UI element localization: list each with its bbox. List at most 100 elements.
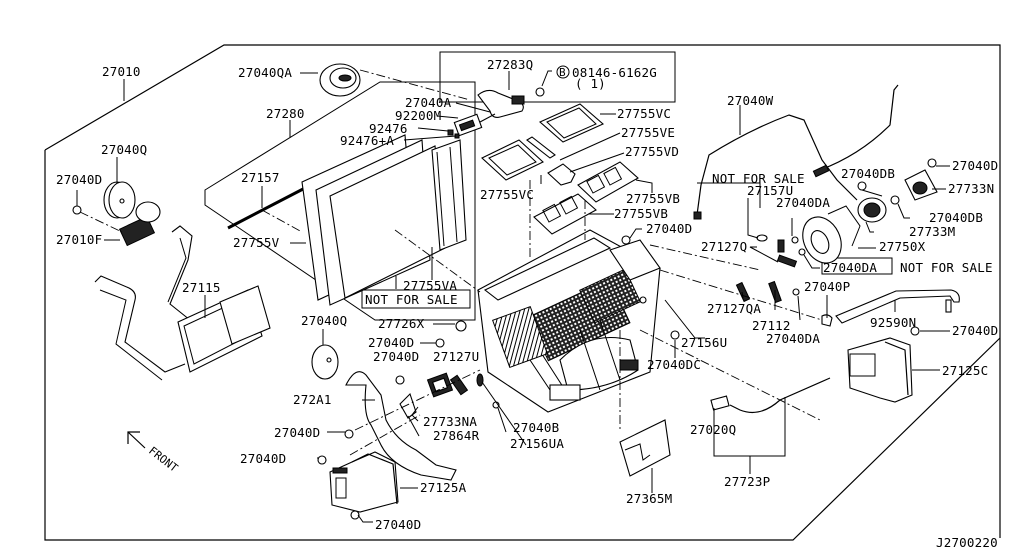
label-27040DA-2[interactable]: 27040DA	[823, 260, 877, 275]
label-27755VC-top[interactable]: 27755VC	[617, 106, 671, 121]
label-27127Q[interactable]: 27127Q	[701, 239, 747, 254]
label-27755VD[interactable]: 27755VD	[625, 144, 679, 159]
pad-27365M[interactable]	[619, 419, 671, 477]
screw-27040D-r[interactable]	[910, 326, 920, 336]
seal-27755VC-left[interactable]	[481, 139, 544, 181]
screw-27040D-d[interactable]	[317, 455, 327, 465]
label-27157[interactable]: 27157	[241, 170, 280, 185]
heater-core-27115[interactable]	[94, 225, 271, 381]
label-27864R[interactable]: 27864R	[433, 428, 480, 443]
label-27750X[interactable]: 27750X	[879, 239, 926, 254]
label-27755VA[interactable]: 27755VA	[403, 278, 457, 293]
label-27040W[interactable]: 27040W	[727, 93, 774, 108]
screw-27040D-left[interactable]	[72, 205, 82, 215]
hose-92590N[interactable]	[835, 289, 960, 324]
bracket-27864R[interactable]	[399, 392, 417, 419]
label-27280[interactable]: 27280	[266, 106, 305, 121]
seal-27755VB-upper[interactable]	[577, 161, 639, 203]
label-27726X[interactable]: 27726X	[378, 316, 425, 331]
label-27040P[interactable]: 27040P	[804, 279, 850, 294]
label-27040D-e[interactable]: 27040D	[375, 517, 421, 532]
rod-27157[interactable]	[227, 186, 306, 230]
label-27283Q[interactable]: 27283Q	[487, 57, 533, 72]
label-27755VC-left[interactable]: 27755VC	[480, 187, 534, 202]
label-27040D-b[interactable]: 27040D	[373, 349, 419, 364]
label-27040D-r[interactable]: 27040D	[952, 323, 998, 338]
pipe-bracket-27283Q[interactable]	[477, 87, 545, 118]
label-27156UA[interactable]: 27156UA	[510, 436, 564, 451]
label-92590N[interactable]: 92590N	[870, 315, 916, 330]
screw-27040DB-1[interactable]	[857, 181, 867, 191]
actuator-27733N[interactable]	[904, 169, 938, 201]
seal-27755VE[interactable]	[526, 136, 556, 159]
actuator-27733M[interactable]	[857, 197, 887, 223]
label-27010[interactable]: 27010	[102, 64, 141, 79]
screw-27040DC[interactable]	[670, 330, 680, 340]
grommet-27040Q-low[interactable]	[311, 344, 339, 380]
label-27125A[interactable]: 27125A	[420, 480, 467, 495]
label-27127U[interactable]: 27127U	[433, 349, 479, 364]
label-27040A[interactable]: 27040A	[405, 95, 452, 110]
link-27127U[interactable]	[449, 374, 469, 396]
label-272A1[interactable]: 272A1	[293, 392, 332, 407]
label-27125C[interactable]: 27125C	[942, 363, 988, 378]
seal-27755VC-top[interactable]	[538, 103, 605, 143]
label-27723P[interactable]: 27723P	[724, 474, 770, 489]
label-27127QA[interactable]: 27127QA	[707, 301, 761, 316]
label-27040DA-1[interactable]: 27040DA	[776, 195, 830, 210]
link-27156UA[interactable]	[476, 373, 484, 387]
label-27010F[interactable]: 27010F	[56, 232, 102, 247]
sensor-27020Q[interactable]	[710, 377, 831, 413]
label-27733N[interactable]: 27733N	[948, 181, 994, 196]
screw-27040D-b[interactable]	[395, 375, 405, 385]
screw-27040DB-2[interactable]	[890, 195, 900, 205]
label-92200M[interactable]: 92200M	[395, 108, 441, 123]
grommet-27040QA[interactable]	[319, 63, 361, 97]
label-92476[interactable]: 92476	[369, 121, 408, 136]
label-27755VB-2[interactable]: 27755VB	[614, 206, 668, 221]
screw-27040D-tr[interactable]	[927, 158, 937, 168]
label-27733NA[interactable]: 27733NA	[423, 414, 477, 429]
label-bolt-08146-6162G[interactable]: 08146-6162G	[572, 65, 657, 80]
label-27040D-tr[interactable]: 27040D	[952, 158, 998, 173]
seal-27755VB-lower[interactable]	[533, 193, 597, 235]
label-27733M[interactable]: 27733M	[909, 224, 955, 239]
label-27040B[interactable]: 27040B	[513, 420, 559, 435]
actuator-27733NA[interactable]	[426, 372, 454, 398]
seal-27755VD[interactable]	[547, 163, 576, 186]
harness-27040W[interactable]	[693, 84, 899, 220]
hvac-case[interactable]	[477, 229, 661, 413]
label-27040D-c[interactable]: 27040D	[274, 425, 320, 440]
screw-27040D-c[interactable]	[344, 429, 354, 439]
label-27755V[interactable]: 27755V	[233, 235, 280, 250]
label-27365M[interactable]: 27365M	[626, 491, 672, 506]
label-27112[interactable]: 27112	[752, 318, 791, 333]
label-27040Q-low[interactable]: 27040Q	[301, 313, 347, 328]
label-27040D-d[interactable]: 27040D	[240, 451, 286, 466]
label-27157U[interactable]: 27157U	[747, 183, 793, 198]
label-27020Q[interactable]: 27020Q	[690, 422, 736, 437]
screw-27040D-a[interactable]	[435, 338, 445, 348]
label-27755VB-1[interactable]: 27755VB	[626, 191, 680, 206]
label-92476A[interactable]: 92476+A	[340, 133, 394, 148]
links-27127QA-27112[interactable]	[735, 280, 800, 304]
screw-27040D-mid[interactable]	[621, 235, 631, 245]
clip-27040P[interactable]	[821, 314, 833, 327]
evaporator-core[interactable]	[301, 134, 467, 306]
label-27040Q-top[interactable]: 27040Q	[101, 142, 147, 157]
label-27040D-mid[interactable]: 27040D	[646, 221, 692, 236]
label-27115[interactable]: 27115	[182, 280, 221, 295]
label-27040DA-3[interactable]: 27040DA	[766, 331, 820, 346]
label-27040D-a[interactable]: 27040D	[368, 335, 414, 350]
duct-272A1[interactable]	[345, 371, 457, 481]
label-27040D-left[interactable]: 27040D	[56, 172, 102, 187]
blower-27750X[interactable]	[796, 205, 861, 269]
label-27040DC[interactable]: 27040DC	[647, 357, 701, 372]
duct-27125C[interactable]	[847, 337, 913, 403]
label-27040DB-2[interactable]: 27040DB	[929, 210, 983, 225]
label-27040DB-1[interactable]: 27040DB	[841, 166, 895, 181]
links-27127Q-27157U[interactable]	[756, 234, 806, 268]
bracket-27010F[interactable]	[118, 201, 161, 247]
grommet-27040Q-top[interactable]	[103, 181, 136, 219]
label-27156U[interactable]: 27156U	[681, 335, 727, 350]
